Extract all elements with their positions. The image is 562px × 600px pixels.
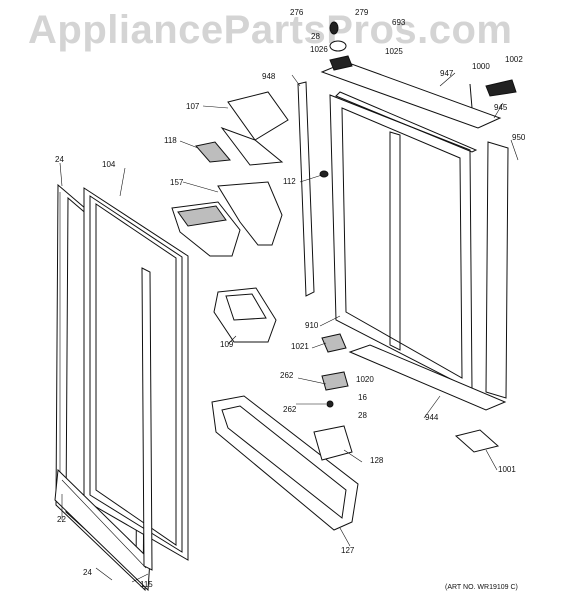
art-number-note: (ART NO. WR19109 C) (445, 584, 518, 591)
callout-279: 279 (355, 8, 369, 17)
door-gasket (83, 187, 189, 561)
callout-115: 115 (140, 580, 153, 589)
callout-28-lower: 28 (358, 411, 367, 420)
callout-262-upper: 262 (280, 371, 294, 380)
callout-128: 128 (370, 456, 384, 465)
callout-22: 22 (57, 515, 66, 524)
handle-block (313, 425, 353, 461)
callout-24-bottom: 24 (83, 568, 92, 577)
watermark-text: AppliancePartsPros.com (28, 8, 513, 52)
callout-109: 109 (220, 340, 234, 349)
callout-950: 950 (512, 133, 526, 142)
bottom-bracket (454, 429, 500, 453)
callout-1025: 1025 (385, 47, 403, 56)
callout-945: 945 (494, 103, 508, 112)
callout-1021: 1021 (291, 342, 309, 351)
door-handle (211, 395, 359, 531)
bottom-rail (348, 344, 507, 411)
callout-1026: 1026 (310, 45, 328, 54)
callout-16: 16 (358, 393, 367, 402)
callout-693: 693 (392, 18, 406, 27)
callout-1001: 1001 (498, 465, 516, 474)
callout-107: 107 (186, 102, 200, 111)
callout-276: 276 (290, 8, 304, 17)
shelf-bin-107 (195, 91, 289, 166)
callout-1000: 1000 (472, 62, 490, 71)
callout-947: 947 (440, 69, 454, 78)
right-door-strip (485, 141, 509, 399)
callout-112: 112 (283, 177, 296, 186)
small-bin (213, 287, 277, 343)
side-trim-strip (141, 267, 153, 571)
dairy-compartment (171, 181, 283, 257)
callout-1002: 1002 (505, 55, 523, 64)
callout-118: 118 (164, 136, 177, 145)
callout-1020: 1020 (356, 375, 374, 384)
callout-28-top: 28 (311, 32, 320, 41)
leader-lines (59, 72, 519, 583)
callout-948: 948 (262, 72, 276, 81)
callout-104: 104 (102, 160, 116, 169)
callout-24-top: 24 (55, 155, 64, 164)
callout-944: 944 (425, 413, 439, 422)
hinge-parts (319, 21, 517, 408)
callout-910: 910 (305, 321, 319, 330)
inner-door-liner (329, 91, 478, 391)
callout-157: 157 (170, 178, 184, 187)
door-bottom-strip (54, 468, 151, 592)
callout-262-lower: 262 (283, 405, 297, 414)
vertical-rail (297, 81, 315, 297)
callout-127: 127 (341, 546, 355, 555)
